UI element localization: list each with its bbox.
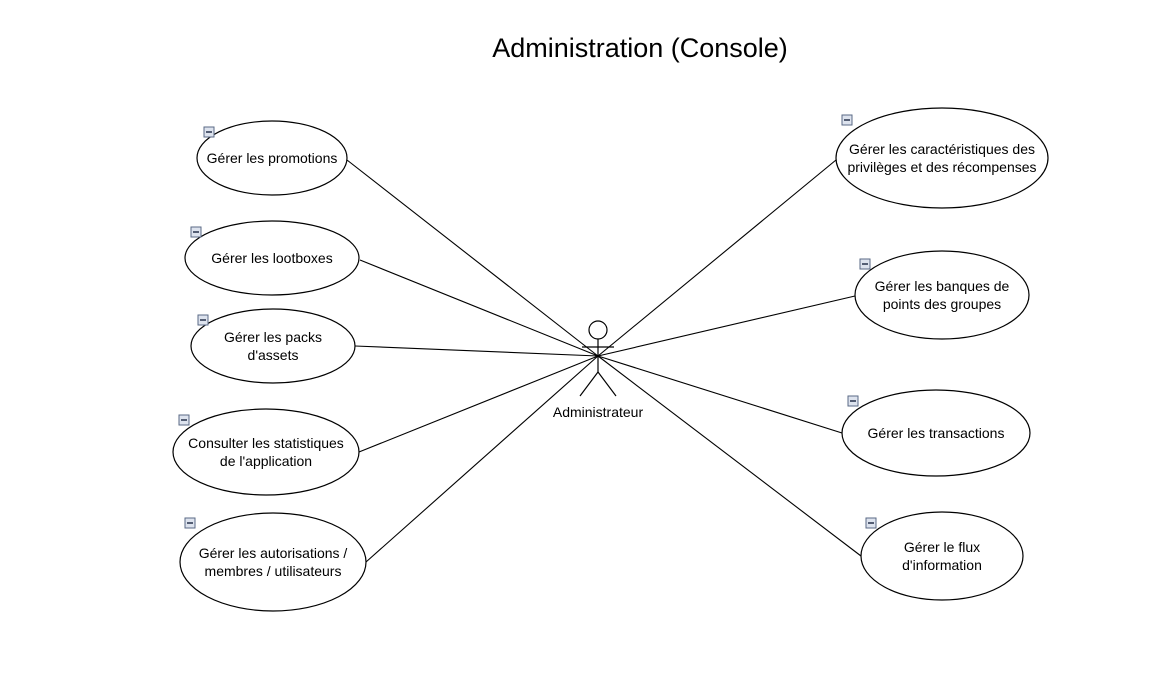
- collapse-minus-icon[interactable]: [203, 126, 215, 138]
- collapse-minus-icon[interactable]: [190, 226, 202, 238]
- association-banques: [597, 295, 856, 357]
- use-case-ellipse[interactable]: [179, 512, 367, 612]
- use-case-caracteristiques[interactable]: Gérer les caractéristiques des privilèges…: [835, 107, 1049, 209]
- use-case-label: points des groupes: [883, 296, 1001, 312]
- use-case-autorisations[interactable]: Gérer les autorisations / membres / utili…: [179, 512, 367, 612]
- association-packs: [354, 345, 599, 357]
- use-case-ellipse[interactable]: [190, 308, 356, 384]
- use-case-label: de l'application: [220, 453, 312, 469]
- use-case-label: privilèges et des récompenses: [847, 159, 1036, 175]
- collapse-minus-icon[interactable]: [184, 517, 196, 529]
- actor-head: [588, 320, 608, 340]
- use-case-transactions[interactable]: Gérer les transactions: [841, 389, 1031, 477]
- use-case-ellipse[interactable]: [854, 250, 1030, 340]
- use-case-statistiques[interactable]: Consulter les statistiques de l'applicati…: [172, 408, 360, 496]
- association-lines: [346, 159, 862, 563]
- use-case-label: Gérer les promotions: [207, 150, 338, 166]
- collapse-minus-icon[interactable]: [847, 395, 859, 407]
- use-case-label: Consulter les statistiques: [188, 435, 344, 451]
- use-case-promotions[interactable]: Gérer les promotions: [196, 120, 348, 196]
- use-case-label: Gérer les lootboxes: [211, 250, 332, 266]
- use-case-label: d'assets: [248, 347, 299, 363]
- use-case-label: Gérer les autorisations /: [199, 545, 348, 561]
- use-case-label: Gérer les caractéristiques des: [849, 141, 1035, 157]
- use-case-label: Gérer les transactions: [868, 425, 1005, 441]
- collapse-minus-icon[interactable]: [197, 314, 209, 326]
- association-lootboxes: [359, 259, 599, 357]
- use-case-lootboxes[interactable]: Gérer les lootboxes: [184, 220, 360, 296]
- actor-right-leg: [597, 371, 617, 397]
- actor-left-leg: [579, 371, 599, 397]
- collapse-minus-icon[interactable]: [865, 517, 877, 529]
- association-transactions: [597, 355, 843, 434]
- association-promotions: [346, 159, 599, 357]
- actor-label: Administrateur: [553, 404, 644, 420]
- use-case-ellipse[interactable]: [841, 389, 1031, 477]
- use-case-flux[interactable]: Gérer le flux d'information: [860, 511, 1024, 601]
- use-case-ellipse[interactable]: [860, 511, 1024, 601]
- collapse-minus-icon[interactable]: [841, 114, 853, 126]
- association-autorisations: [365, 355, 599, 563]
- use-case-ellipse[interactable]: [196, 120, 348, 196]
- association-caracteristiques: [597, 159, 837, 357]
- use-case-ellipse[interactable]: [172, 408, 360, 496]
- collapse-minus-icon[interactable]: [178, 414, 190, 426]
- use-case-ellipse[interactable]: [835, 107, 1049, 209]
- actor-administrateur[interactable]: Administrateur: [553, 320, 644, 420]
- use-case-banques[interactable]: Gérer les banques de points des groupes: [854, 250, 1030, 340]
- use-case-label: Gérer le flux: [904, 539, 980, 555]
- use-case-label: d'information: [902, 557, 982, 573]
- use-case-label: membres / utilisateurs: [205, 563, 342, 579]
- collapse-minus-icon[interactable]: [859, 258, 871, 270]
- use-case-packs[interactable]: Gérer les packs d'assets: [190, 308, 356, 384]
- association-flux: [597, 355, 862, 557]
- use-case-label: Gérer les banques de: [875, 278, 1010, 294]
- association-statistiques: [358, 355, 599, 453]
- use-case-label: Gérer les packs: [224, 329, 322, 345]
- diagram-title: Administration (Console): [492, 33, 788, 63]
- use-case-ellipse[interactable]: [184, 220, 360, 296]
